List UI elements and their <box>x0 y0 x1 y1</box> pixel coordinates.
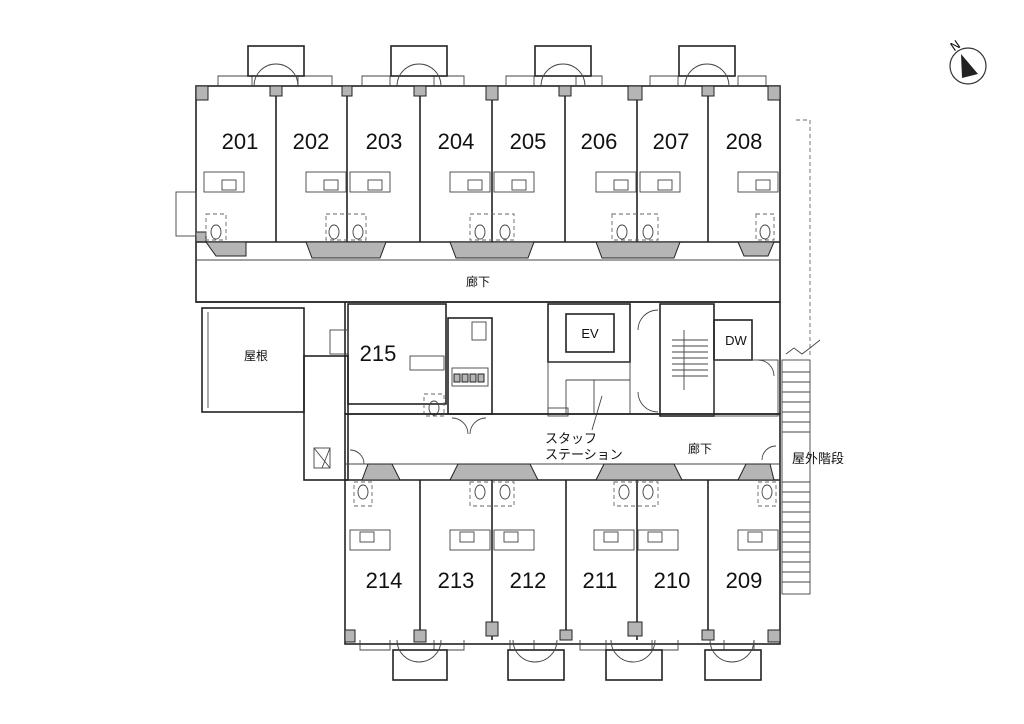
corridor-upper-label: 廊下 <box>466 274 490 289</box>
room-208: 208 <box>726 129 763 154</box>
room-210: 210 <box>654 568 691 593</box>
north-rooms <box>196 45 780 303</box>
compass: N <box>948 37 987 85</box>
corridor-lower-label: 廊下 <box>688 441 712 456</box>
room-212: 212 <box>510 568 547 593</box>
staff-station-label-1: スタッフ <box>545 432 597 447</box>
room-209: 209 <box>726 568 763 593</box>
central-core <box>329 119 821 595</box>
room-215: 215 <box>360 341 397 366</box>
room-204: 204 <box>438 129 475 154</box>
room-203: 203 <box>366 129 403 154</box>
room-206: 206 <box>581 129 618 154</box>
dumbwaiter-label: DW <box>725 333 747 348</box>
room-207: 207 <box>653 129 690 154</box>
room-205: 205 <box>510 129 547 154</box>
room-214: 214 <box>366 568 403 593</box>
room-213: 213 <box>438 568 475 593</box>
room-211: 211 <box>582 568 617 593</box>
building-outline <box>175 85 781 645</box>
outdoor-stairs-label: 屋外階段 <box>792 452 844 467</box>
room-201: 201 <box>222 129 259 154</box>
area-labels: 廊下 廊下 屋根 EV DW スタッフ ステーション 屋外階段 <box>244 274 844 467</box>
room-202: 202 <box>293 129 330 154</box>
roof-label: 屋根 <box>244 349 268 363</box>
north-arrow-icon <box>961 54 978 78</box>
room-numbers: 201 202 203 204 205 206 207 208 214 213 … <box>222 129 763 593</box>
elevator-label: EV <box>581 326 599 341</box>
south-rooms <box>345 413 780 681</box>
compass-label: N <box>948 37 963 54</box>
staff-station-label-2: ステーション <box>545 448 623 463</box>
